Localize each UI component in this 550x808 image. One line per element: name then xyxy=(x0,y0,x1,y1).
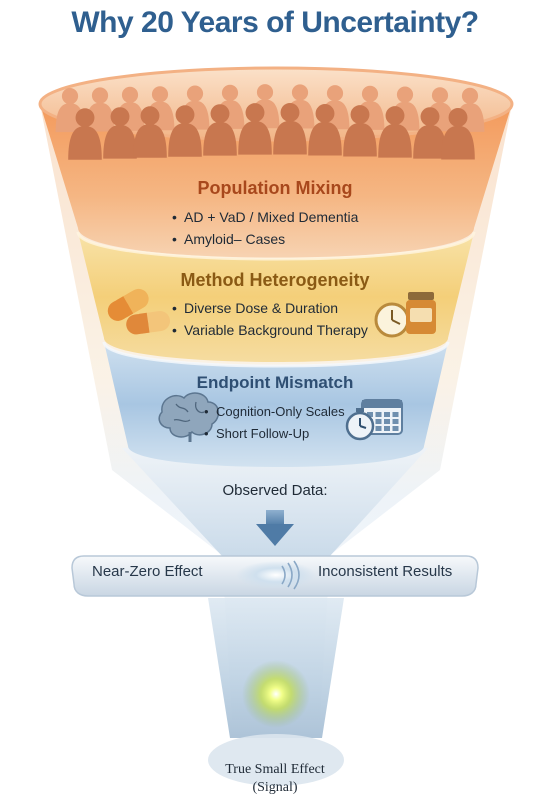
signal-line-2: (Signal) xyxy=(252,780,298,795)
list-item: •Variable Background Therapy xyxy=(172,322,368,338)
crowd-icon xyxy=(55,84,485,160)
list-item: •Short Follow-Up xyxy=(204,426,310,441)
layer-title-population: Population Mixing xyxy=(197,178,353,198)
list-item: •Amyloid– Cases xyxy=(172,231,286,247)
page-title: Why 20 Years of Uncertainty? xyxy=(71,6,479,39)
list-item: •Diverse Dose & Duration xyxy=(172,300,339,316)
wave-icon xyxy=(236,560,316,590)
glow-icon xyxy=(242,660,310,728)
bottle-icon xyxy=(406,292,436,334)
funnel-base xyxy=(208,734,344,786)
funnel-lower xyxy=(122,448,428,556)
result-inconsistent: Inconsistent Results xyxy=(318,563,453,580)
list-item: •Cognition-Only Scales xyxy=(204,404,345,419)
down-arrow-icon xyxy=(256,510,294,546)
observed-data-label: Observed Data: xyxy=(222,482,328,499)
list-item: •AD + VaD / Mixed Dementia xyxy=(172,209,359,225)
stopwatch-icon xyxy=(345,408,375,441)
layer-bullets-method: •Diverse Dose & Duration •Variable Backg… xyxy=(172,297,368,341)
layer-bullets-endpoint: •Cognition-Only Scales •Short Follow-Up xyxy=(204,401,345,445)
layer-title-endpoint: Endpoint Mismatch xyxy=(196,373,354,392)
brain-icon xyxy=(158,392,220,442)
band-method xyxy=(78,232,474,362)
signal-label: True Small Effect (Signal) xyxy=(0,761,550,797)
signal-line-1: True Small Effect xyxy=(225,762,325,777)
result-near-zero: Near-Zero Effect xyxy=(92,563,203,580)
pills-icon xyxy=(107,288,171,335)
clock-icon xyxy=(374,302,410,338)
layer-title-method: Method Heterogeneity xyxy=(180,270,370,290)
layer-bullets-population: •AD + VaD / Mixed Dementia •Amyloid– Cas… xyxy=(172,206,358,250)
